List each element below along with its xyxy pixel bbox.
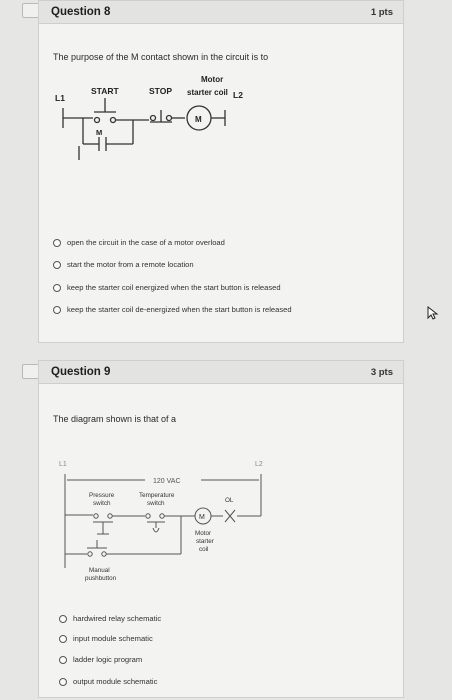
temperature-switch-label-2: switch (147, 500, 165, 507)
overload-label: OL (225, 497, 234, 504)
manual-label: Manual (89, 567, 110, 574)
starter-coil-label: starter coil (187, 88, 228, 97)
radio-button[interactable] (53, 260, 61, 269)
question-title: Question 9 (51, 366, 111, 378)
option-label: hardwired relay schematic (73, 614, 162, 623)
answer-option[interactable]: start the motor from a remote location (53, 260, 194, 269)
option-label: keep the starter coil de-energized when … (67, 305, 292, 314)
motor-label: Motor (201, 75, 223, 84)
answer-option[interactable]: input module schematic (59, 634, 153, 643)
radio-button[interactable] (53, 238, 61, 247)
question-points: 1 pts (370, 6, 393, 18)
start-label: START (91, 86, 120, 96)
m-coil-label: M (195, 115, 202, 124)
option-label: open the circuit in the case of a motor … (67, 238, 225, 247)
question-title: Question 8 (51, 6, 111, 18)
coil-m-label: M (199, 514, 205, 521)
voltage-label: 120 VAC (153, 478, 181, 485)
l1-label: L1 (55, 93, 65, 103)
pressure-switch-label-2: switch (93, 500, 111, 507)
l1-label: L1 (59, 461, 67, 468)
m-contact-label: M (96, 128, 102, 137)
pushbutton-label: pushbutton (85, 575, 117, 582)
answer-option[interactable]: keep the starter coil de-energized when … (53, 305, 292, 314)
l2-label: L2 (255, 461, 263, 468)
temperature-switch-label: Temperature (139, 492, 175, 499)
radio-button[interactable] (59, 634, 67, 643)
answer-option[interactable]: hardwired relay schematic (59, 614, 161, 623)
question-9-card: Question 9 3 pts The diagram shown is th… (38, 360, 404, 698)
radio-button[interactable] (59, 614, 67, 623)
coil-label: coil (199, 546, 208, 553)
option-label: input module schematic (73, 634, 153, 643)
question-points: 3 pts (370, 366, 393, 378)
l2-label: L2 (233, 90, 243, 100)
option-label: output module schematic (73, 677, 158, 686)
question-prompt: The purpose of the M contact shown in th… (53, 52, 269, 62)
pressure-switch-label: Pressure (89, 492, 115, 499)
answer-option[interactable]: ladder logic program (59, 655, 142, 664)
option-label: keep the starter coil energized when the… (67, 283, 281, 292)
starter-label: starter (196, 538, 214, 545)
question-9-header: Question 9 3 pts (39, 361, 403, 384)
motor-label: Motor (195, 530, 211, 537)
question-8-card: Question 8 1 pts The purpose of the M co… (38, 0, 404, 343)
radio-button[interactable] (59, 677, 67, 686)
motor-starter-circuit-diagram: L1 START STOP Motor starter coil L2 M M (55, 75, 243, 160)
radio-button[interactable] (53, 305, 61, 314)
answer-option[interactable]: keep the starter coil energized when the… (53, 283, 281, 292)
answer-option[interactable]: open the circuit in the case of a motor … (53, 238, 225, 247)
option-label: start the motor from a remote location (67, 260, 194, 269)
radio-button[interactable] (53, 283, 61, 292)
mouse-cursor-icon (427, 306, 439, 320)
radio-button[interactable] (59, 655, 67, 664)
answer-option[interactable]: output module schematic (59, 677, 157, 686)
hardwired-circuit-diagram: L1 L2 120 VAC Pressure switch Temperatur… (59, 461, 263, 582)
option-label: ladder logic program (73, 655, 143, 664)
question-prompt: The diagram shown is that of a (53, 414, 177, 424)
stop-label: STOP (149, 86, 172, 96)
question-8-header: Question 8 1 pts (39, 1, 403, 24)
